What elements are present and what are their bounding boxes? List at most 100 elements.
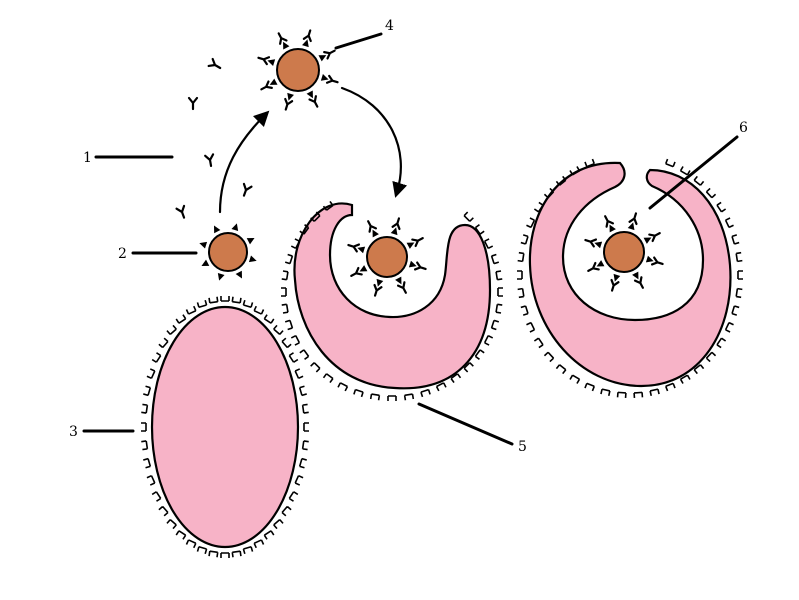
fc-receptor — [141, 403, 149, 414]
fc-receptor — [337, 382, 349, 392]
antigen — [596, 260, 605, 267]
fc-receptor — [569, 166, 581, 176]
antigen — [372, 229, 379, 238]
fc-receptor — [310, 211, 321, 222]
fc-receptor — [693, 364, 705, 375]
fc-receptor — [253, 539, 265, 549]
fc-receptor — [253, 305, 265, 315]
antibody — [628, 212, 638, 226]
fc-receptor — [569, 374, 581, 384]
fc-receptor — [288, 491, 299, 502]
fc-receptor — [731, 234, 740, 245]
fc-receptor — [735, 251, 743, 263]
fc-receptor — [185, 305, 197, 315]
fc-receptor — [679, 374, 691, 384]
fc-receptor — [273, 519, 284, 530]
fc-receptor — [600, 388, 611, 396]
antigen — [318, 55, 327, 62]
antigen — [231, 223, 239, 232]
bacterium-in-phagosome — [584, 212, 664, 292]
fc-receptor — [158, 505, 169, 517]
fc-receptor — [490, 319, 500, 331]
fc-receptor — [294, 368, 304, 380]
leader-6 — [648, 135, 739, 210]
antibody — [308, 95, 319, 108]
fc-receptor — [220, 552, 230, 558]
label-5: 5 — [518, 439, 527, 455]
engulfing-phagocyte-body — [293, 202, 492, 390]
fc-receptor — [141, 422, 147, 432]
fc-receptor — [166, 519, 177, 530]
fc-receptor — [716, 201, 727, 213]
fc-receptor — [483, 238, 494, 250]
fc-receptor — [208, 550, 219, 558]
antigen — [214, 225, 221, 234]
fc-receptor — [526, 321, 536, 333]
fc-receptor — [175, 530, 187, 540]
fc-receptor — [143, 385, 152, 397]
fc-receptor — [185, 539, 197, 549]
fc-receptor — [303, 422, 309, 432]
fc-receptor — [299, 349, 310, 360]
fc-receptor — [450, 373, 462, 384]
antigen — [287, 92, 294, 101]
fc-receptor — [520, 234, 529, 245]
fc-receptor — [533, 337, 544, 349]
antibody — [587, 261, 600, 272]
antibody — [413, 261, 427, 271]
fc-receptor — [474, 224, 485, 235]
fc-receptor — [298, 385, 307, 397]
antigen — [408, 260, 417, 268]
antibody — [242, 182, 253, 197]
fc-receptor — [497, 287, 503, 297]
phagosome-phagocyte — [517, 158, 743, 399]
antigen — [320, 74, 329, 81]
arrow-binding — [218, 110, 270, 214]
free-antibodies — [175, 57, 253, 219]
fc-receptor — [517, 251, 525, 263]
fc-receptor — [543, 187, 555, 199]
fc-receptor — [679, 166, 691, 176]
fc-receptor — [242, 546, 254, 555]
fc-receptor — [263, 530, 275, 540]
fc-receptor — [737, 270, 743, 280]
bacterium-opsonized — [257, 29, 339, 111]
fc-receptor — [616, 391, 627, 399]
fc-receptor — [220, 296, 230, 302]
fc-receptor — [141, 440, 149, 451]
fc-receptor — [281, 505, 292, 517]
antigen — [390, 227, 398, 236]
antigen — [248, 255, 257, 263]
fc-receptor — [543, 351, 555, 363]
fc-receptor — [281, 287, 287, 297]
fc-receptor — [526, 217, 536, 229]
fc-receptor — [584, 382, 596, 392]
fc-receptor — [584, 158, 596, 168]
antibody — [257, 56, 271, 66]
fc-receptor — [298, 457, 307, 469]
fc-receptor — [649, 388, 660, 396]
antibody — [367, 220, 378, 233]
antibody — [204, 153, 215, 168]
antibody — [323, 49, 336, 60]
antibody — [350, 266, 363, 277]
antigen — [267, 59, 276, 66]
fc-receptor — [231, 296, 242, 304]
fc-receptor — [483, 334, 494, 346]
fc-receptor — [435, 382, 447, 392]
antigen — [283, 41, 290, 50]
fc-receptor — [281, 270, 289, 281]
resting-phagocyte — [141, 296, 309, 558]
fc-receptor — [284, 253, 294, 265]
fc-receptor — [263, 314, 275, 324]
fc-receptor — [664, 382, 676, 392]
antibody — [396, 281, 407, 294]
antigen — [306, 90, 313, 99]
fc-receptor — [166, 324, 177, 335]
antibody — [277, 32, 288, 45]
antibody — [648, 232, 661, 243]
fc-receptor — [208, 296, 219, 304]
fc-receptor — [299, 224, 310, 235]
antibody — [260, 80, 273, 91]
